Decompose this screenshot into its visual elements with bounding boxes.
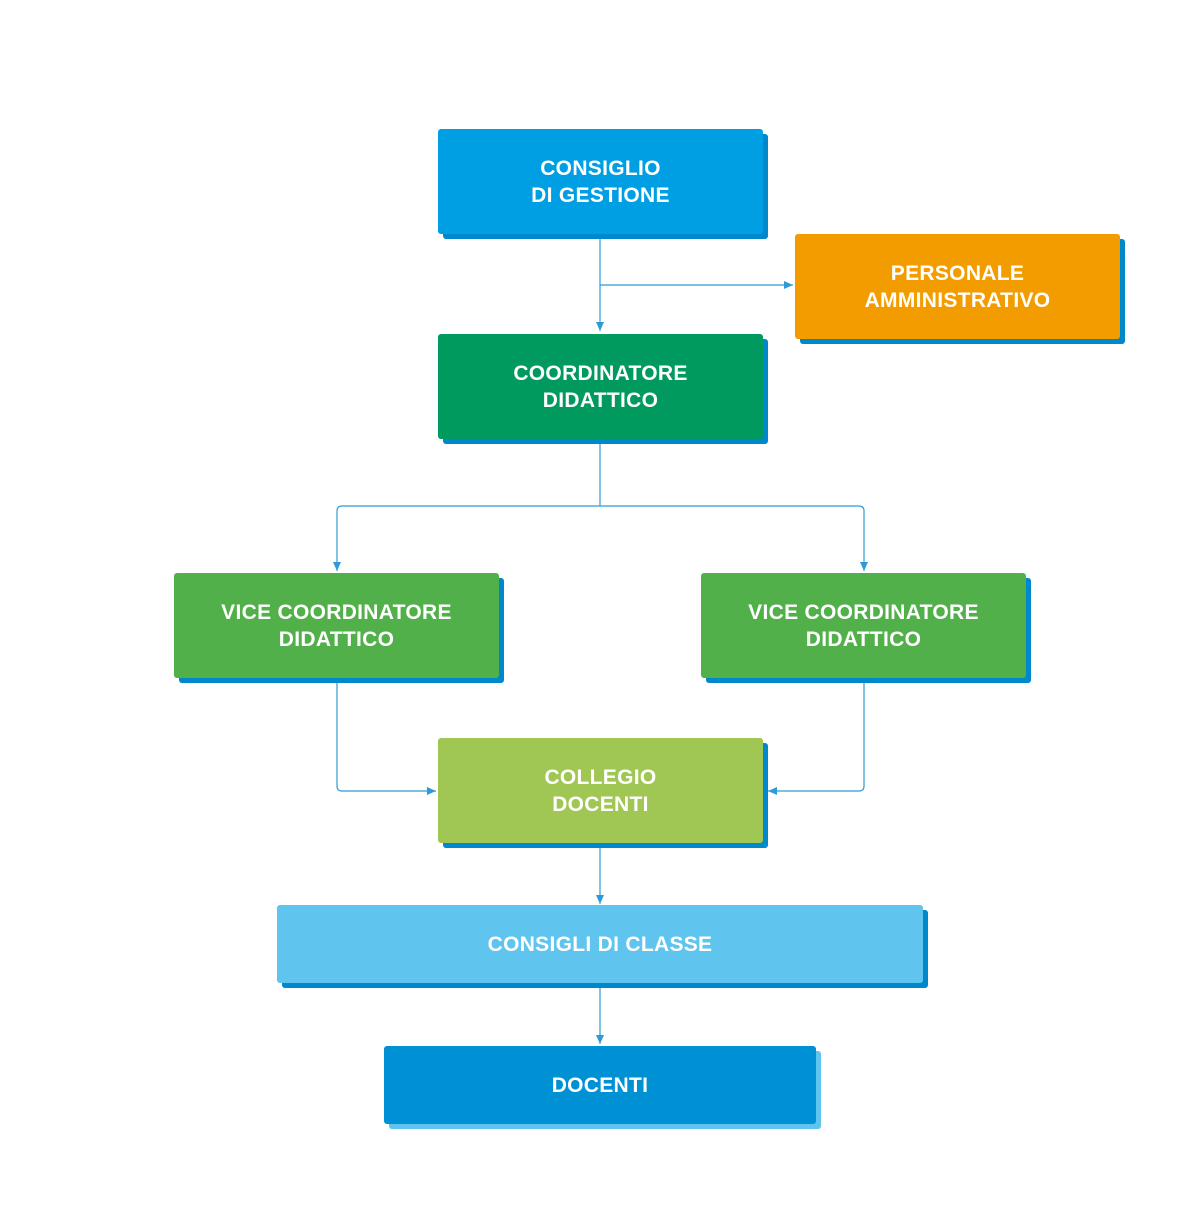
consiglio-gestione-box: CONSIGLIO DI GESTIONE xyxy=(438,129,763,234)
connector-vice-right-to-collegio xyxy=(768,683,865,795)
vice-coordinatore-right-box: VICE COORDINATORE DIDATTICO xyxy=(701,573,1026,678)
coordinatore-didattico-box: COORDINATORE DIDATTICO xyxy=(438,334,763,439)
consigli-classe-box: CONSIGLI DI CLASSE xyxy=(277,905,923,983)
vice-coordinatore-right-label: VICE COORDINATORE DIDATTICO xyxy=(748,600,979,651)
connector-to-vice-left xyxy=(333,505,600,571)
vice-coordinatore-left-box: VICE COORDINATORE DIDATTICO xyxy=(174,573,499,678)
personale-amministrativo-label: PERSONALE AMMINISTRATIVO xyxy=(864,261,1051,312)
docenti-box: DOCENTI xyxy=(384,1046,816,1124)
consiglio-gestione-label: CONSIGLIO DI GESTIONE xyxy=(531,156,670,207)
connector-vice-left-to-collegio xyxy=(336,683,436,795)
collegio-docenti-label: COLLEGIO DOCENTI xyxy=(544,765,657,816)
docenti-label: DOCENTI xyxy=(551,1073,649,1097)
vice-coordinatore-left-label: VICE COORDINATORE DIDATTICO xyxy=(221,600,452,651)
coordinatore-didattico-label: COORDINATORE DIDATTICO xyxy=(513,361,688,412)
connector-to-vice-right xyxy=(600,505,868,571)
consigli-classe-label: CONSIGLI DI CLASSE xyxy=(487,932,713,956)
personale-amministrativo-box: PERSONALE AMMINISTRATIVO xyxy=(795,234,1120,339)
collegio-docenti-box: COLLEGIO DOCENTI xyxy=(438,738,763,843)
